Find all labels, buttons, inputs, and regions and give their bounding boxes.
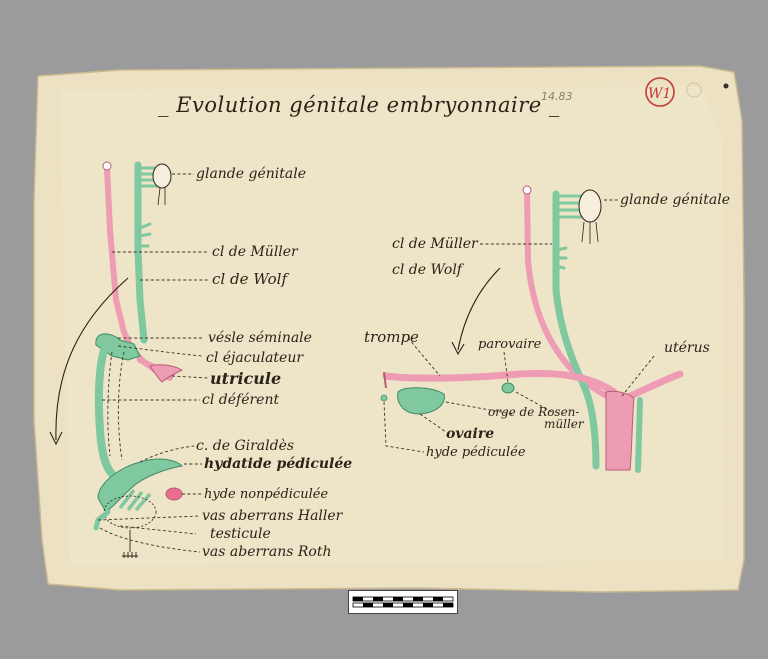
library-stamp: W1	[645, 77, 675, 107]
right-label-parovaire: parovaire	[478, 337, 542, 352]
right-label-uterus: utérus	[664, 340, 710, 356]
male-diagram	[49, 161, 184, 558]
fallopian-tube	[382, 370, 618, 396]
left-label-vas-roth: vas aberrans Roth	[202, 544, 331, 560]
right-wolff-duct	[552, 190, 600, 470]
right-label-hyd-ped: hyde pédiculée	[426, 445, 526, 460]
right-label-rosenmuller-1: orge de Rosen-	[488, 405, 579, 419]
right-label-muller: cl de Müller	[392, 236, 479, 252]
left-label-vas-haller: vas aberrans Haller	[202, 508, 344, 524]
testicle-outline	[103, 495, 157, 529]
right-label-ovaire: ovaire	[446, 426, 494, 442]
parovarium-dot	[501, 382, 515, 394]
female-diagram	[380, 185, 684, 473]
left-label-vesicule: vésle séminale	[208, 330, 312, 346]
faded-stamp	[686, 82, 702, 98]
left-genital-gland	[152, 163, 172, 189]
paper-stain	[60, 86, 724, 566]
pin-hole	[723, 83, 729, 89]
right-leader-lines	[383, 199, 655, 453]
gland-stalk	[157, 187, 161, 206]
right-label-rosenmuller-2: müller	[544, 417, 585, 431]
wolff-duct-green	[134, 161, 148, 344]
uterus	[605, 390, 635, 471]
utricle	[149, 364, 184, 383]
gubernaculum	[122, 530, 138, 558]
seminal-vesicle	[95, 333, 141, 361]
left-label-hydatide-ped: hydatide pédiculée	[204, 456, 352, 472]
left-label-muller: cl de Müller	[212, 244, 299, 260]
non-pedunculated-hydatid	[165, 487, 183, 501]
stamp-text: W1	[648, 86, 671, 102]
left-label-giraldes: c. de Giraldès	[196, 438, 294, 454]
descent-arrow	[55, 277, 129, 441]
left-label-testicule: testicule	[210, 526, 271, 542]
poster-title: _ Evolution génitale embryonnaire _	[158, 93, 560, 117]
right-genital-gland	[578, 189, 602, 223]
scale-bar	[348, 590, 458, 614]
left-label-ejaculateur: cl éjaculateur	[206, 350, 304, 366]
left-leader-lines	[97, 173, 209, 553]
right-gland-tubules	[558, 194, 582, 219]
left-label-glande: glande génitale	[196, 166, 306, 182]
left-label-hyd-nonped: hyde nonpédiculée	[204, 487, 328, 502]
right-label-trompe: trompe	[364, 328, 419, 346]
muller-top-opening	[102, 161, 112, 171]
left-label-wolf: cl de Wolf	[212, 270, 289, 288]
left-label-deferent: cl déférent	[202, 392, 279, 408]
right-tube-branch	[622, 370, 684, 402]
right-label-wolf: cl de Wolf	[392, 262, 465, 278]
testis-tubules	[110, 486, 152, 512]
right-label-glande: glande génitale	[620, 192, 730, 208]
right-descent-arrow	[457, 267, 501, 351]
pencil-mark: 14.83	[541, 90, 573, 103]
pedunculated-hydatid	[380, 394, 388, 402]
left-label-utricule: utricule	[210, 369, 281, 388]
